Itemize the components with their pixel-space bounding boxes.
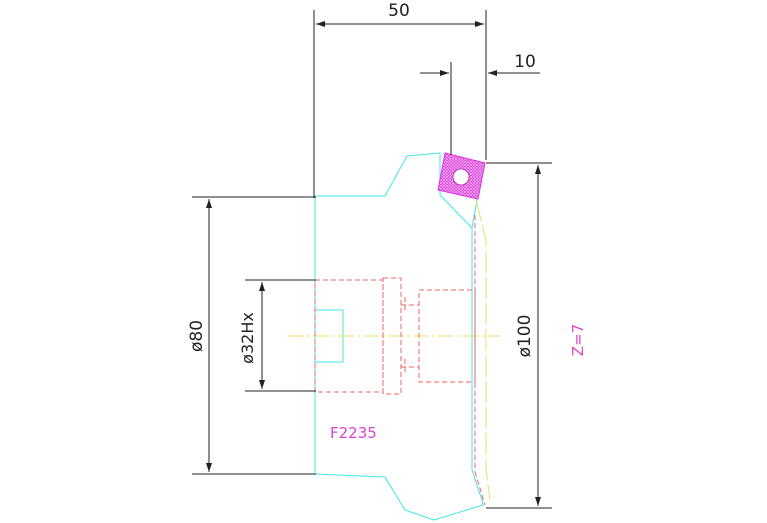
dimension-10-label: 10 <box>514 52 536 72</box>
dimension-phi80-label: ø80 <box>187 320 207 352</box>
insert-hole <box>452 168 470 186</box>
dimension-50 <box>313 10 487 198</box>
dimension-10 <box>420 62 540 155</box>
dimension-phi80 <box>192 196 316 475</box>
hidden-lines <box>314 215 486 506</box>
part-outline <box>314 152 484 521</box>
dimension-phi32 <box>245 279 316 392</box>
dimension-phi100 <box>486 162 552 509</box>
part-code-label: F2235 <box>330 424 377 442</box>
center-lines <box>288 199 500 501</box>
cutting-insert <box>437 152 486 200</box>
dimension-50-label: 50 <box>388 1 410 21</box>
dimension-phi100-label: ø100 <box>515 315 535 358</box>
dimension-phi32-label: ø32Hx <box>238 312 257 364</box>
teeth-count-label: Z=7 <box>569 324 587 356</box>
